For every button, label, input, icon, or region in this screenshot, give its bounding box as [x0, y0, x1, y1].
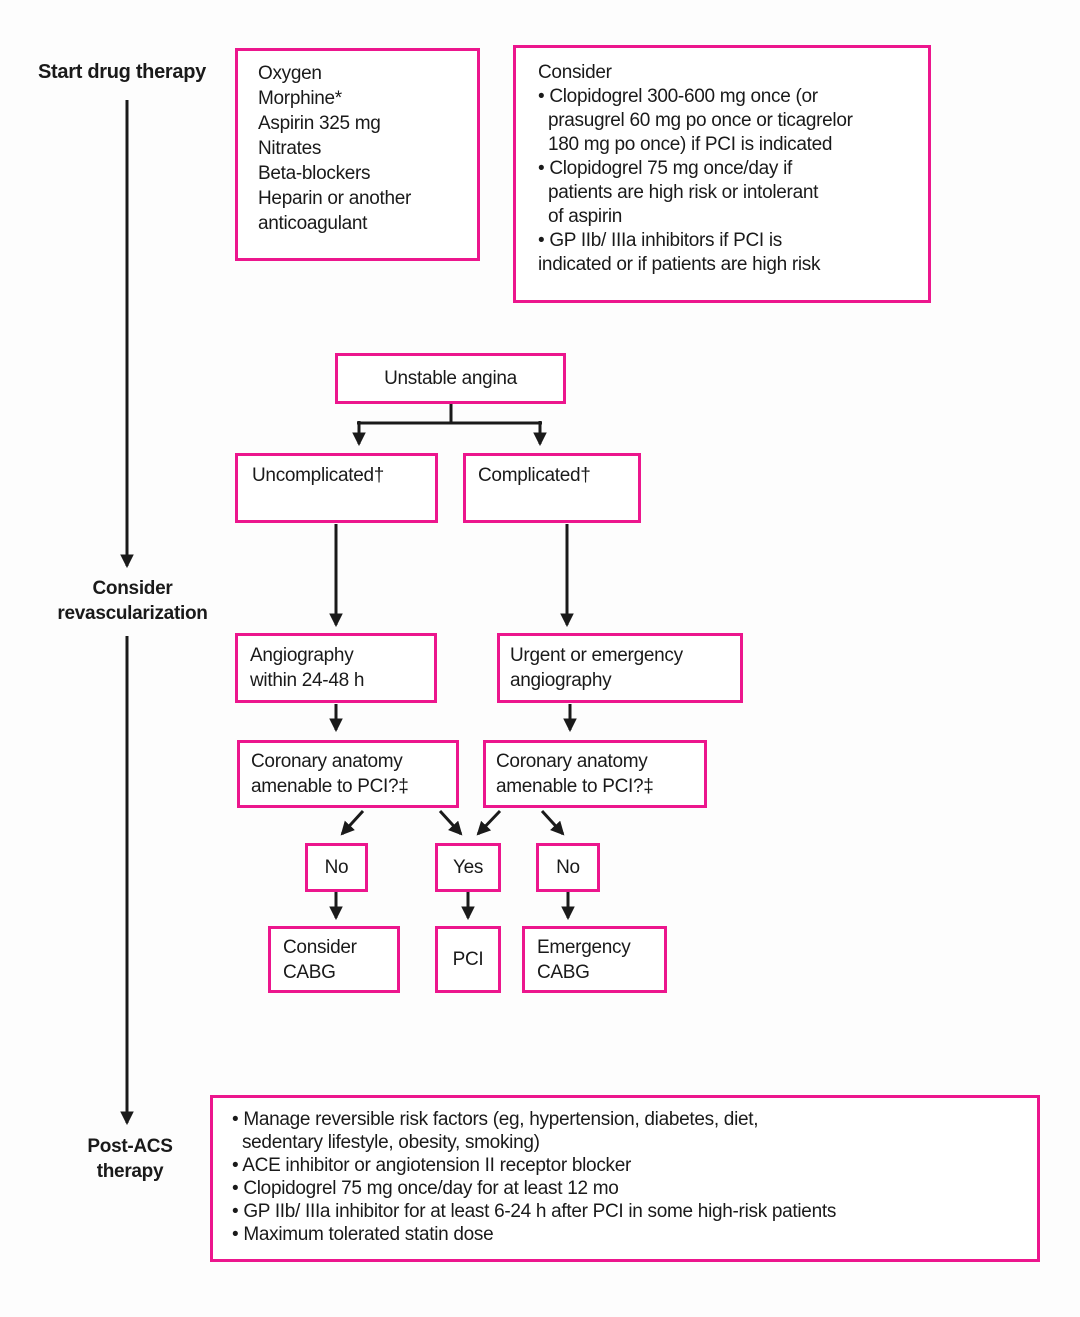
yes-box: Yes [435, 843, 501, 892]
emergency-cabg-text: Emergency CABG [537, 937, 631, 983]
post-acs-therapy-label: Post-ACS therapy [87, 1136, 173, 1182]
pci-box: PCI [435, 926, 501, 993]
consider-antiplatelet-box: Consider • Clopidogrel 300-600 mg once (… [513, 45, 931, 303]
urgent-angiography-text: Urgent or emergency angiography [510, 645, 683, 691]
coronary-anatomy-left-box: Coronary anatomy amenable to PCI?‡ [237, 740, 459, 808]
drug-therapy-text: Oxygen Morphine* Aspirin 325 mg Nitrates… [258, 63, 412, 234]
connector-coronaryR-to-yes [476, 809, 502, 836]
connector-coronaryR-to-no [540, 809, 565, 836]
consider-antiplatelet-text: Consider • Clopidogrel 300-600 mg once (… [538, 62, 853, 275]
post-acs-therapy-text: • Manage reversible risk factors (eg, hy… [232, 1109, 837, 1245]
yes-text: Yes [452, 857, 484, 878]
consider-cabg-box: Consider CABG [268, 926, 400, 993]
uncomplicated-text: Uncomplicated† [252, 465, 385, 486]
urgent-angiography-box: Urgent or emergency angiography [497, 633, 743, 703]
no-right-text: No [556, 857, 580, 878]
emergency-cabg-box: Emergency CABG [522, 926, 667, 993]
consider-cabg-text: Consider CABG [283, 937, 357, 983]
drug-therapy-box: Oxygen Morphine* Aspirin 325 mg Nitrates… [235, 48, 480, 261]
coronary-anatomy-right-text: Coronary anatomy amenable to PCI?‡ [496, 751, 654, 797]
unstable-angina-box: Unstable angina [335, 353, 566, 404]
complicated-box: Complicated† [463, 453, 641, 523]
angiography-text: Angiography within 24-48 h [250, 645, 365, 691]
angiography-box: Angiography within 24-48 h [235, 633, 437, 703]
connector-coronaryL-to-yes [438, 809, 463, 836]
coronary-anatomy-left-text: Coronary anatomy amenable to PCI?‡ [251, 751, 409, 797]
coronary-anatomy-right-box: Coronary anatomy amenable to PCI?‡ [483, 740, 707, 808]
consider-revascularization-label: Consider revascularization [57, 578, 208, 624]
connector-coronaryL-to-no [340, 809, 365, 836]
start-drug-therapy-label: Start drug therapy [38, 61, 206, 83]
post-acs-therapy-box: • Manage reversible risk factors (eg, hy… [210, 1095, 1040, 1262]
no-left-text: No [324, 857, 349, 878]
unstable-angina-text: Unstable angina [384, 368, 517, 389]
no-right-box: No [536, 843, 600, 892]
uncomplicated-box: Uncomplicated† [235, 453, 438, 523]
pci-text: PCI [452, 949, 484, 970]
complicated-text: Complicated† [478, 465, 591, 486]
no-left-box: No [305, 843, 368, 892]
